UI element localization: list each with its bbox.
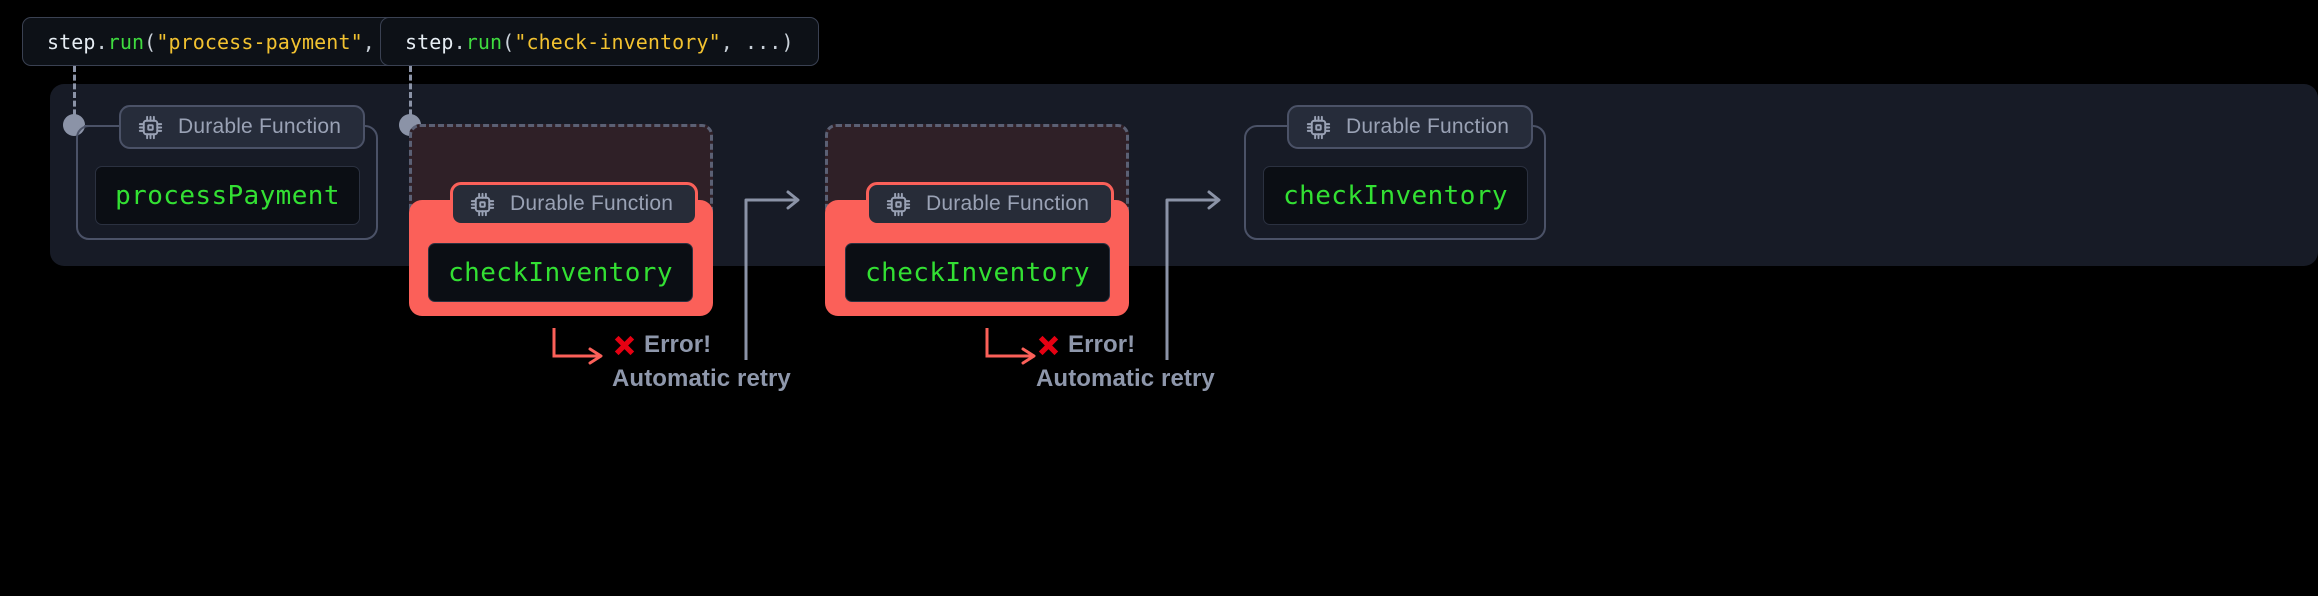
code-label-check-inventory[interactable]: step.run("check-inventory", ...) bbox=[380, 17, 819, 66]
error-note-1: Error! Automatic retry bbox=[612, 330, 791, 393]
code-arg: "check-inventory" bbox=[514, 29, 721, 54]
durable-function-badge-label: Durable Function bbox=[510, 192, 674, 215]
x-mark-icon bbox=[1036, 333, 1061, 358]
code-rest: , ...) bbox=[720, 29, 794, 54]
error-line: Error! bbox=[612, 330, 791, 360]
drop-line-2 bbox=[409, 66, 412, 124]
code-open-paren: ( bbox=[502, 29, 515, 54]
function-name-label: checkInventory bbox=[1283, 180, 1508, 211]
durable-function-badge-label: Durable Function bbox=[1346, 115, 1510, 138]
code-object: step bbox=[47, 29, 96, 54]
function-name-label: checkInventory bbox=[865, 257, 1090, 288]
function-box-1[interactable]: processPayment bbox=[95, 166, 360, 225]
error-label: Error! bbox=[1068, 331, 1136, 358]
function-name-label: checkInventory bbox=[448, 257, 673, 288]
cpu-chip-icon bbox=[137, 114, 164, 141]
transition-arrow-2 bbox=[1165, 190, 1221, 360]
code-object: step bbox=[405, 29, 454, 54]
function-box-2[interactable]: checkInventory bbox=[428, 243, 693, 302]
code-dot: . bbox=[453, 29, 466, 54]
durable-function-badge-2[interactable]: Durable Function bbox=[450, 182, 699, 226]
code-dot: . bbox=[95, 29, 108, 54]
retry-label: Automatic retry bbox=[612, 365, 791, 392]
durable-function-badge-4[interactable]: Durable Function bbox=[1287, 105, 1534, 149]
function-name-label: processPayment bbox=[115, 180, 340, 211]
code-open-paren: ( bbox=[144, 29, 157, 54]
cpu-chip-icon bbox=[469, 191, 496, 218]
durable-function-badge-3[interactable]: Durable Function bbox=[866, 182, 1115, 226]
error-label: Error! bbox=[644, 331, 712, 358]
cpu-chip-icon bbox=[1305, 114, 1332, 141]
code-method: run bbox=[107, 29, 145, 54]
function-box-4[interactable]: checkInventory bbox=[1263, 166, 1528, 225]
code-arg: "process-payment" bbox=[156, 29, 363, 54]
error-note-2: Error! Automatic retry bbox=[1036, 330, 1215, 393]
drop-line-1 bbox=[73, 66, 76, 124]
x-mark-icon bbox=[612, 333, 637, 358]
error-line: Error! bbox=[1036, 330, 1215, 360]
durable-function-badge-1[interactable]: Durable Function bbox=[119, 105, 366, 149]
retry-arrow-1 bbox=[552, 328, 603, 365]
durable-function-badge-label: Durable Function bbox=[178, 115, 342, 138]
retry-label: Automatic retry bbox=[1036, 365, 1215, 392]
transition-arrow-1 bbox=[744, 190, 800, 360]
durable-function-badge-label: Durable Function bbox=[926, 192, 1090, 215]
cpu-chip-icon bbox=[885, 191, 912, 218]
code-method: run bbox=[465, 29, 503, 54]
retry-arrow-2 bbox=[985, 328, 1036, 365]
function-box-3[interactable]: checkInventory bbox=[845, 243, 1110, 302]
